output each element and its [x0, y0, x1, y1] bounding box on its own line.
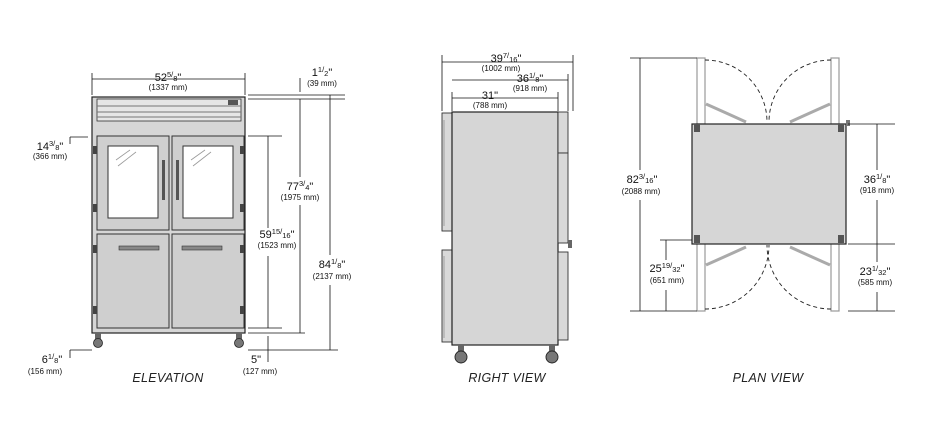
upper-right-glass — [182, 145, 234, 219]
plan-swing-arc-bottom-right — [766, 244, 832, 310]
elevation-upper-height-label: 143/8" — [37, 139, 64, 153]
elevation-cabinet-height-mm: (1975 mm) — [281, 193, 320, 202]
right-view-caption: RIGHT VIEW — [468, 371, 546, 385]
plan-cabinet-depth-mm: (918 mm) — [860, 186, 895, 195]
elevation-top-offset-mm: (39 mm) — [307, 79, 337, 88]
elevation-width-label: 525/8" — [155, 70, 182, 84]
lower-right-handle — [181, 245, 223, 251]
elevation-cabinet-height-label: 773/4" — [287, 179, 314, 193]
plan-door-top-right — [830, 57, 840, 125]
plan-swing-arc-bottom-left — [704, 244, 770, 310]
plan-overall-depth-label: 823/16" — [627, 172, 658, 186]
upper-left-handle — [162, 160, 165, 200]
elevation-door-height-mm: (1523 mm) — [258, 241, 297, 250]
upper-left-glass — [107, 145, 159, 219]
right-view-rear-caster — [545, 350, 559, 364]
plan-cabinet-depth-label: 361/8" — [864, 172, 891, 186]
right-view-cabinet-depth-mm: (788 mm) — [473, 101, 508, 110]
plan-door-swing-left-label: 2519/32" — [650, 261, 685, 275]
right-view-depth-with-doors-label: 361/8" — [517, 71, 544, 85]
right-view-overall-depth-label: 397/16" — [491, 51, 522, 65]
lower-left-handle — [118, 245, 160, 251]
elevation-door-height-label: 5915/16" — [260, 227, 295, 241]
elevation-top-offset-label: 11/2" — [312, 65, 333, 79]
elevation-caster-left-mm: (156 mm) — [28, 367, 63, 376]
right-view: 397/16" (1002 mm) 361/8" (918 mm) 31" (7… — [441, 51, 574, 385]
right-view-upper-door-profile — [441, 112, 453, 232]
plan-view: 823/16" (2088 mm) 2519/32" (651 mm) 361/… — [622, 57, 895, 385]
left-caster — [93, 338, 103, 348]
elevation-overall-height-mm: (2137 mm) — [313, 272, 352, 281]
right-view-depth-with-doors-mm: (918 mm) — [513, 84, 548, 93]
plan-door-bottom-right — [830, 242, 840, 312]
elevation-caption: ELEVATION — [132, 371, 204, 385]
plan-overall-depth-mm: (2088 mm) — [622, 187, 661, 196]
plan-swing-arc-top-right — [768, 59, 832, 123]
elevation-caster-left-label: 61/8" — [42, 352, 63, 366]
plan-door-swing-left-mm: (651 mm) — [650, 276, 685, 285]
plan-door-swing-right-mm: (585 mm) — [858, 278, 893, 287]
right-view-overall-depth-mm: (1002 mm) — [482, 64, 521, 73]
plan-swing-arc-top-left — [704, 59, 768, 123]
right-caster — [234, 338, 244, 348]
elevation-width-mm: (1337 mm) — [149, 83, 188, 92]
upper-right-handle — [176, 160, 179, 200]
right-view-front-caster — [454, 350, 468, 364]
plan-door-swing-right-label: 231/32" — [860, 264, 891, 278]
elevation-caster-bottom-mm: (127 mm) — [243, 367, 278, 376]
right-view-cabinet — [451, 111, 559, 346]
right-view-lower-door-profile — [441, 249, 453, 343]
elevation-view: 525/8" (1337 mm) 11/2" (39 mm) 143/8" (3… — [28, 65, 352, 385]
elevation-upper-height-mm: (366 mm) — [33, 152, 68, 161]
right-view-cabinet-depth-label: 31" — [482, 90, 498, 102]
plan-door-top-left — [696, 57, 706, 125]
elevation-caster-bottom-label: 5" — [251, 354, 261, 366]
plan-view-caption: PLAN VIEW — [733, 371, 805, 385]
elevation-overall-height-label: 841/8" — [319, 257, 346, 271]
plan-cabinet — [691, 123, 847, 245]
elevation-top-louver — [96, 98, 242, 122]
plan-door-bottom-left — [696, 242, 706, 312]
control-panel-icon — [228, 100, 238, 105]
